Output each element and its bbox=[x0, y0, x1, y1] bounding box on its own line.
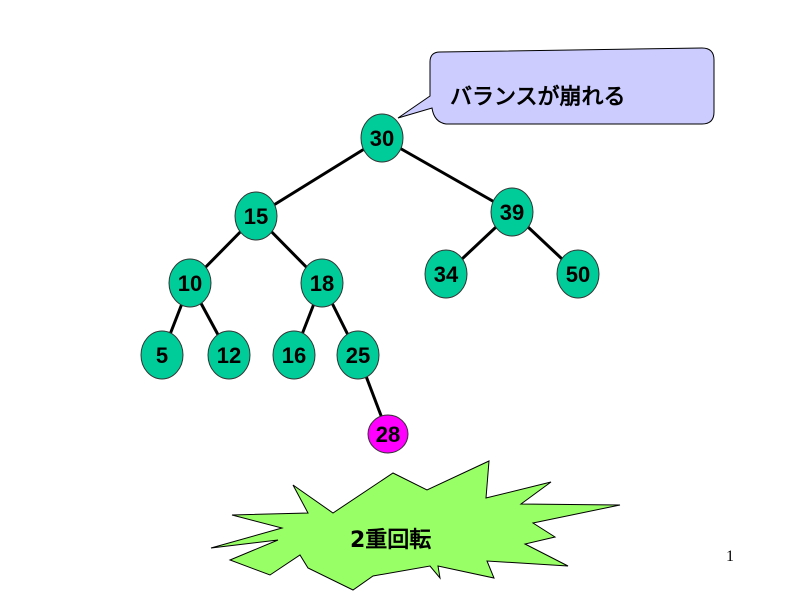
node-circle bbox=[140, 330, 184, 380]
tree-node-16: 16 bbox=[272, 330, 316, 380]
node-circle bbox=[168, 258, 212, 308]
tree-nodes: 30 15 39 10 18 34 50 5 12 16 25 28 bbox=[140, 113, 600, 454]
tree-node-15: 15 bbox=[234, 191, 278, 241]
node-label: 5 bbox=[156, 343, 168, 368]
tree-node-34: 34 bbox=[424, 249, 468, 299]
tree-node-12: 12 bbox=[207, 330, 251, 380]
tree-edges bbox=[160, 136, 580, 435]
burst-text: 2重回転 bbox=[350, 527, 431, 553]
node-label: 25 bbox=[346, 343, 370, 368]
tree-node-10: 10 bbox=[168, 258, 212, 308]
callout-text: バランスが崩れる bbox=[450, 84, 626, 110]
node-circle bbox=[490, 187, 534, 237]
node-label: 28 bbox=[376, 422, 400, 447]
node-label: 50 bbox=[566, 262, 590, 287]
node-label: 16 bbox=[282, 343, 306, 368]
node-circle bbox=[424, 249, 468, 299]
node-circle bbox=[300, 258, 344, 308]
tree-node-18: 18 bbox=[300, 258, 344, 308]
inserted-node-circle bbox=[367, 414, 409, 454]
tree-node-28: 28 bbox=[367, 414, 409, 454]
tree-edge bbox=[381, 136, 513, 214]
node-circle bbox=[272, 330, 316, 380]
tree-node-50: 50 bbox=[556, 249, 600, 299]
node-circle bbox=[234, 191, 278, 241]
tree-node-30: 30 bbox=[360, 113, 404, 163]
callout-bubble bbox=[397, 47, 715, 125]
callout: バランスが崩れる bbox=[397, 47, 715, 125]
node-label: 30 bbox=[370, 126, 394, 151]
page-number: 1 bbox=[726, 548, 734, 565]
node-label: 15 bbox=[244, 204, 268, 229]
node-label: 10 bbox=[178, 271, 202, 296]
tree-node-39: 39 bbox=[490, 187, 534, 237]
tree-node-5: 5 bbox=[140, 330, 184, 380]
node-circle bbox=[207, 330, 251, 380]
node-label: 39 bbox=[500, 200, 524, 225]
tree-node-25: 25 bbox=[336, 330, 380, 380]
node-circle bbox=[360, 113, 404, 163]
node-label: 34 bbox=[434, 262, 459, 287]
tree-edge bbox=[255, 136, 383, 218]
burst: 2重回転 bbox=[210, 460, 621, 591]
burst-shape bbox=[210, 460, 621, 591]
node-label: 18 bbox=[310, 271, 334, 296]
node-label: 12 bbox=[217, 343, 241, 368]
node-circle bbox=[336, 330, 380, 380]
node-circle bbox=[556, 249, 600, 299]
